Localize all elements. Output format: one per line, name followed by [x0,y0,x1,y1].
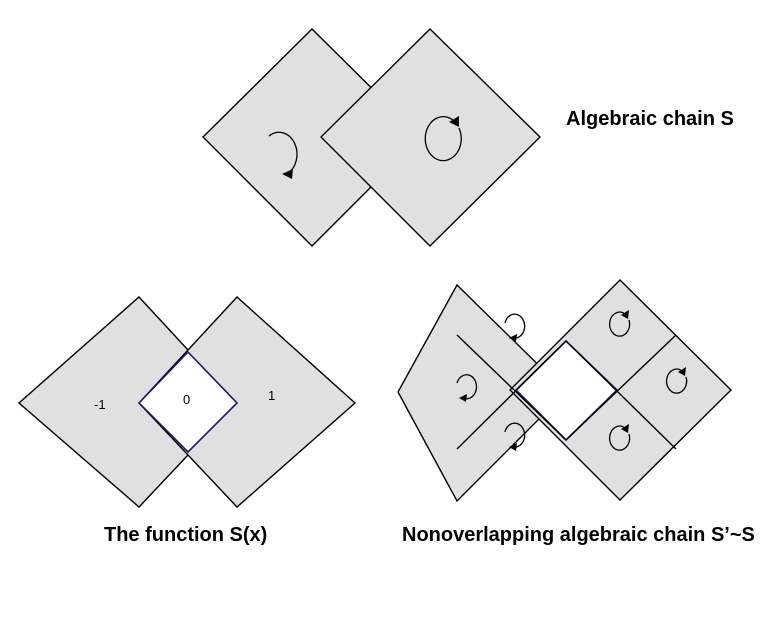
algebraic-chain-group: Algebraic chain S [202,28,734,247]
value-right: 1 [268,388,275,403]
small-arrow-icon [504,313,526,342]
right-diamond [509,279,732,501]
small-arrow-icon [456,374,478,402]
small-arrow-icon [608,310,631,337]
right-square [138,296,357,508]
caption-function: The function S(x) [104,524,267,546]
orientation-arrow-clockwise [268,131,298,179]
overlap-region [137,350,239,454]
orientation-arrow-counterclockwise [424,116,462,162]
divider-line [456,334,567,441]
divider-line [456,340,567,450]
divider-line [565,340,677,450]
divider-line [565,334,677,441]
value-center: 0 [183,392,190,407]
small-arrow-icon [504,422,526,451]
value-left: -1 [94,397,106,412]
small-arrow-icon [665,367,688,394]
right-square [320,28,541,247]
small-arrow-icon [608,424,631,451]
function-group: -1 0 1 The function S(x) [17,296,357,546]
caption-algebraic-chain: Algebraic chain S [566,108,734,130]
nonoverlapping-chain-group: Nonoverlapping algebraic chain S’~S [397,279,755,546]
caption-nonoverlapping-chain: Nonoverlapping algebraic chain S’~S [402,524,755,546]
left-diamond [397,283,567,503]
